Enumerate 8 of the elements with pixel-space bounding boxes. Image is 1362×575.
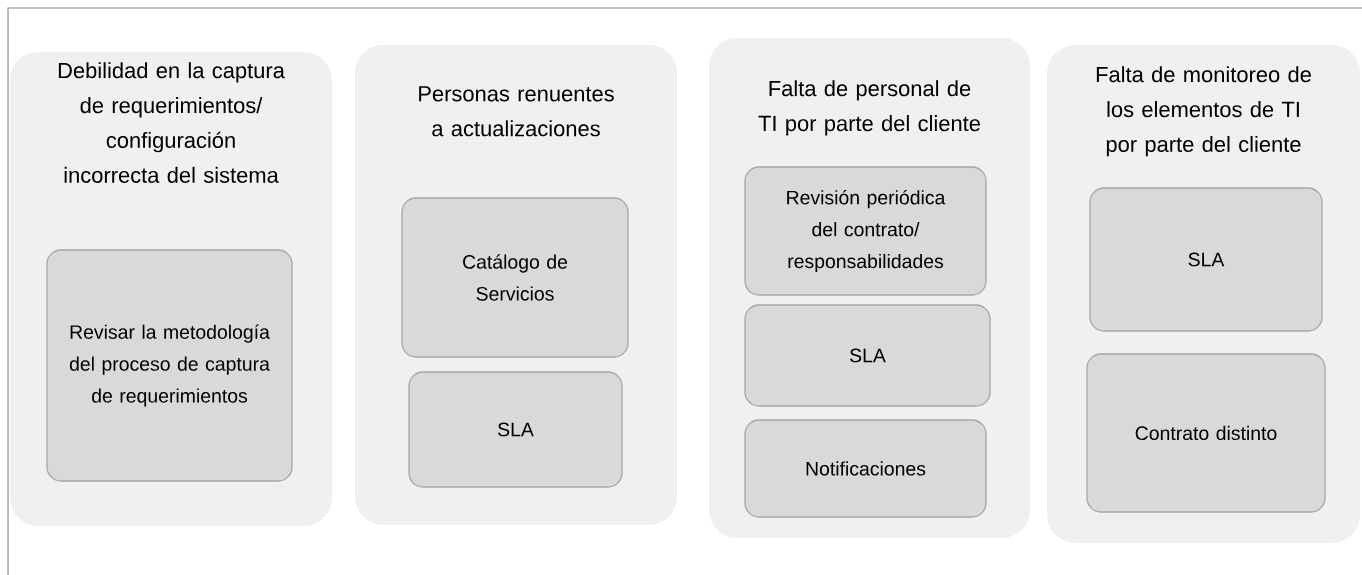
solution-box: SLA — [744, 304, 991, 407]
solution-box: Notificaciones — [744, 419, 987, 518]
solution-box: Revisar la metodología del proceso de captura de requerimientos — [46, 249, 293, 482]
solution-box: Contrato distinto — [1086, 353, 1326, 513]
solution-box: Revisión periódica del contrato/ responsabilidades — [744, 166, 987, 296]
solution-box: Catálogo de Servicios — [401, 197, 629, 358]
solution-box: SLA — [408, 371, 623, 488]
solution-box: SLA — [1089, 187, 1323, 332]
